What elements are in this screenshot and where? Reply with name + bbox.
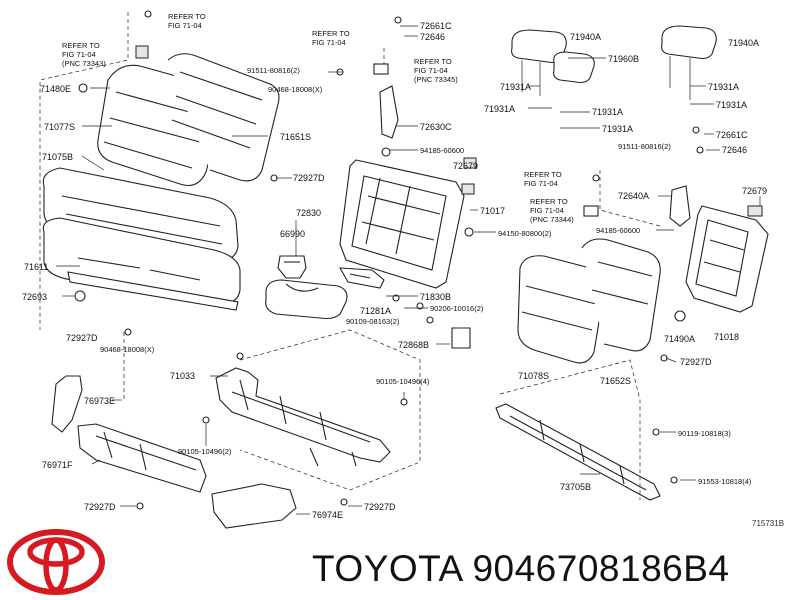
part-label-p71652s: 71652S bbox=[600, 376, 631, 386]
part-label-p71940a_a: 71940A bbox=[570, 32, 601, 42]
part-label-p72679_b: 72679 bbox=[742, 186, 767, 196]
part-label-p72927d_c: 72927D bbox=[680, 357, 712, 367]
part-label-refer6c: (PNC 73344) bbox=[530, 215, 574, 224]
part-label-p72646_b: 72646 bbox=[722, 145, 747, 155]
part-label-p72927d_e: 72927D bbox=[364, 502, 396, 512]
part-label-p72927d_d: 72927D bbox=[84, 502, 116, 512]
part-label-refer6b: FIG 71-04 bbox=[530, 206, 564, 215]
headrests bbox=[511, 25, 717, 100]
brand-name: TOYOTA bbox=[312, 548, 462, 589]
part-label-refer1b: FIG 71-04 bbox=[168, 21, 202, 30]
leader-lines bbox=[56, 25, 761, 515]
part-label-p71490a: 71490A bbox=[664, 334, 695, 344]
part-label-p72927d_b: 72927D bbox=[293, 173, 325, 183]
part-label-p76974e: 76974E bbox=[312, 510, 343, 520]
part-label-p71077s: 71077S bbox=[44, 122, 75, 132]
part-label-p72679_a: 72679 bbox=[453, 161, 478, 171]
part-label-p94150: 94150-80800(2) bbox=[498, 229, 552, 238]
part-label-p71480e: 71480E bbox=[40, 84, 71, 94]
part-label-p71940a_b: 71940A bbox=[728, 38, 759, 48]
part-label-p76973e: 76973E bbox=[84, 396, 115, 406]
assembly-dashed-lines bbox=[39, 12, 661, 500]
part-label-refer2b: FIG 71-04 bbox=[62, 50, 96, 59]
part-label-p94185_a: 94185-60600 bbox=[420, 146, 464, 155]
part-label-p91511_b: 91511-80816(2) bbox=[618, 142, 671, 151]
part-label-p71651s: 71651S bbox=[280, 132, 311, 142]
seat-frame-lower-center bbox=[215, 352, 408, 467]
rear-seat-back-left bbox=[97, 53, 280, 187]
rear-seat-cushion-left bbox=[42, 167, 241, 311]
part-label-p90468_a: 90468-18008(X) bbox=[100, 345, 155, 354]
part-label-p71033: 71033 bbox=[170, 371, 195, 381]
diagram-code: 715731B bbox=[752, 519, 784, 528]
part-label-p71931a_4: 71931A bbox=[602, 124, 633, 134]
part-label-p71018: 71018 bbox=[714, 332, 739, 342]
part-label-refer3b: FIG 71-04 bbox=[312, 38, 346, 47]
part-label-p71078s: 71078S bbox=[518, 371, 549, 381]
part-number: 9046708186B4 bbox=[472, 548, 730, 589]
seat-hinge-bracket bbox=[339, 267, 471, 349]
part-label-p72640a: 72640A bbox=[618, 191, 649, 201]
part-label-p72630c: 72630C bbox=[420, 122, 452, 132]
part-label-p66990: 66990 bbox=[280, 229, 305, 239]
part-label-refer5: REFER TO bbox=[524, 170, 562, 179]
part-label-p90105_a: 90105-10496(4) bbox=[376, 377, 430, 386]
armrest bbox=[265, 255, 348, 320]
part-label-p71611: 71611 bbox=[24, 262, 48, 272]
part-label-refer4: REFER TO bbox=[414, 57, 452, 66]
part-label-p72927d_a: 72927D bbox=[66, 333, 98, 343]
part-label-p72661c_a: 72661C bbox=[420, 21, 452, 31]
part-label-refer1: REFER TO bbox=[168, 12, 206, 21]
part-label-refer4b: FIG 71-04 bbox=[414, 66, 448, 75]
part-label-p72661c_b: 72661C bbox=[716, 130, 748, 140]
part-label-p76971f: 76971F bbox=[42, 460, 73, 470]
part-label-refer3: REFER TO bbox=[312, 29, 350, 38]
part-label-p71960b: 71960B bbox=[608, 54, 639, 64]
seat-frame-lower-left bbox=[51, 375, 297, 529]
part-label-p72646_a: 72646 bbox=[420, 32, 445, 42]
brand-part-number: TOYOTA 9046708186B4 bbox=[312, 548, 730, 590]
part-label-p90206: 90206-10016(2) bbox=[430, 304, 484, 313]
part-label-p91553: 91553-10818(4) bbox=[698, 477, 752, 486]
part-label-p72868b: 72868B bbox=[398, 340, 429, 350]
part-label-p90119: 90119-10818(3) bbox=[678, 429, 731, 438]
part-label-p90105_b: 90105-10496(2) bbox=[178, 447, 232, 456]
seat-rail-lower-right bbox=[495, 403, 678, 501]
part-label-p71931a_5: 71931A bbox=[708, 82, 739, 92]
part-label-p90109: 90109-08163(2) bbox=[346, 317, 400, 326]
part-label-p71281a: 71281A bbox=[360, 306, 391, 316]
part-label-p90468_b: 90468-18008(X) bbox=[268, 85, 323, 94]
seat-back-frame-center bbox=[339, 63, 475, 289]
part-label-p94185_b: 94185-60600 bbox=[596, 226, 640, 235]
rear-seat-back-right bbox=[517, 238, 661, 364]
part-label-p71075b: 71075B bbox=[42, 152, 73, 162]
part-label-p72693: 72693 bbox=[22, 292, 47, 302]
seat-back-frame-right bbox=[583, 185, 769, 322]
part-label-refer2c: (PNC 73343) bbox=[62, 59, 106, 68]
part-label-p71931a_3: 71931A bbox=[592, 107, 623, 117]
part-label-p71931a_2: 71931A bbox=[484, 104, 515, 114]
part-label-p71017: 71017 bbox=[480, 206, 505, 216]
part-label-refer6: REFER TO bbox=[530, 197, 568, 206]
part-label-refer4c: (PNC 73345) bbox=[414, 75, 458, 84]
part-label-p72830: 72830 bbox=[296, 208, 321, 218]
part-label-refer2: REFER TO bbox=[62, 41, 100, 50]
part-label-p71931a_1: 71931A bbox=[500, 82, 531, 92]
part-label-refer5b: FIG 71-04 bbox=[524, 179, 558, 188]
part-label-p71931a_6: 71931A bbox=[716, 100, 747, 110]
part-label-p73705b: 73705B bbox=[560, 482, 591, 492]
part-label-p71830b: 71830B bbox=[420, 292, 451, 302]
toyota-logo bbox=[7, 529, 105, 595]
part-label-p91511_a: 91511-80816(2) bbox=[247, 66, 300, 75]
